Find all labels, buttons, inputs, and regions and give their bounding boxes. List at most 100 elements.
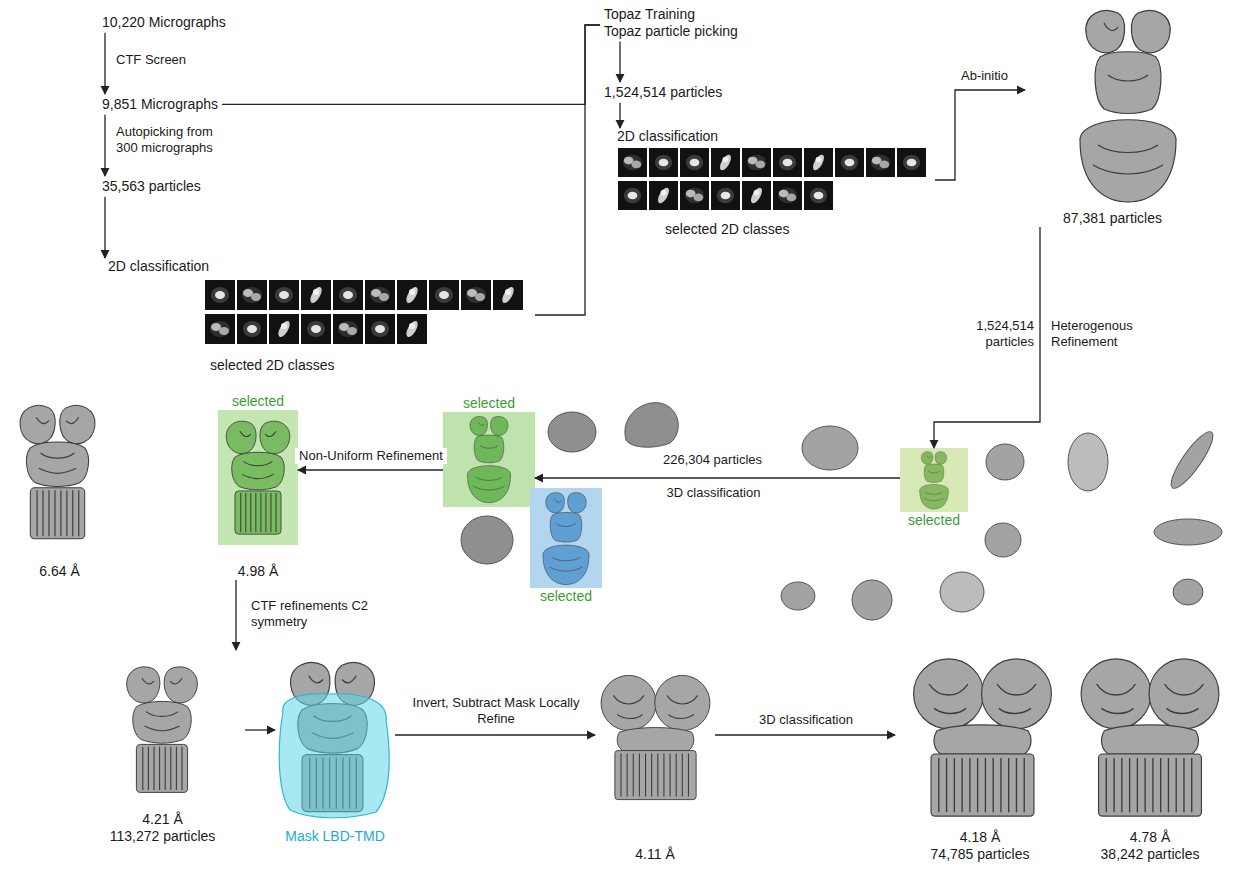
figure-part bbox=[914, 659, 1052, 816]
selected-box: selected bbox=[530, 488, 602, 588]
figure-part bbox=[429, 280, 459, 310]
figure-part bbox=[601, 675, 710, 799]
step-label: 9,851 Micrographs bbox=[98, 94, 222, 115]
flow-arrow bbox=[395, 734, 595, 735]
figure-part bbox=[530, 488, 602, 588]
figure-part bbox=[365, 280, 395, 310]
flow-arrow bbox=[935, 90, 1025, 180]
map-figure: 4.11 Å bbox=[595, 648, 715, 863]
figure-part bbox=[279, 694, 389, 818]
flow-arrow bbox=[535, 477, 900, 478]
step-label: 35,563 particles bbox=[98, 176, 205, 197]
edge-label: Invert, Subtract Mask Locally Refine bbox=[405, 695, 587, 728]
figure-part bbox=[205, 280, 235, 310]
node-text: 1,524,514 particles bbox=[604, 84, 722, 101]
count-label: 1,524,514 particles bbox=[968, 318, 1034, 351]
map-figure: 4.78 Å38,242 particles bbox=[1070, 648, 1230, 863]
figure-part bbox=[773, 181, 802, 210]
figure-part bbox=[742, 181, 771, 210]
node-text: 4.98 Å bbox=[238, 563, 278, 580]
figure-part bbox=[301, 314, 331, 344]
figure-part bbox=[804, 148, 833, 177]
figure-part bbox=[543, 493, 589, 585]
edge-label: CTF refinements C2 symmetry bbox=[250, 598, 370, 631]
node-text: 87,381 particles bbox=[1063, 210, 1162, 227]
map-figure: 6.64 Å bbox=[12, 390, 107, 580]
step-label: 1,524,514 particles bbox=[600, 82, 726, 103]
flow-arrow bbox=[104, 197, 105, 258]
edge-label: Heterogenous Refinement bbox=[1050, 318, 1152, 351]
connector-line bbox=[222, 25, 600, 104]
figure-part bbox=[802, 426, 858, 470]
figure-part bbox=[625, 403, 678, 448]
figure-part bbox=[269, 314, 299, 344]
figure-part bbox=[940, 572, 984, 612]
node-text: selected 2D classes bbox=[100, 357, 535, 374]
node-text: 74,785 particles bbox=[931, 846, 1030, 863]
figure-part bbox=[900, 448, 968, 512]
figure-part bbox=[985, 523, 1021, 557]
connector-line bbox=[535, 25, 600, 315]
figure-part bbox=[397, 314, 427, 344]
edge-label: Non-Uniform Refinement bbox=[295, 448, 447, 464]
density-maps bbox=[20, 10, 1219, 817]
figure-part bbox=[618, 148, 647, 177]
node-text: 6.64 Å bbox=[39, 563, 79, 580]
figure-part bbox=[742, 148, 771, 177]
figure-part bbox=[226, 421, 290, 534]
figure-part bbox=[1154, 519, 1222, 545]
node-text: 10,220 Micrographs bbox=[102, 14, 226, 31]
node-text: 4.18 Å bbox=[960, 829, 1000, 846]
figure-part bbox=[986, 444, 1024, 480]
figure-part bbox=[461, 516, 513, 564]
figure-part bbox=[548, 412, 596, 452]
figure-part bbox=[680, 148, 709, 177]
node-text: 4.21 Å bbox=[142, 811, 182, 828]
class-average-grid bbox=[618, 148, 926, 210]
figure-part bbox=[649, 148, 678, 177]
node-text: 4.11 Å bbox=[635, 846, 674, 863]
flow-arrow bbox=[619, 103, 620, 128]
figure-part bbox=[1080, 10, 1176, 202]
node-text: 9,851 Micrographs bbox=[102, 96, 218, 113]
flow-arrow bbox=[235, 580, 236, 650]
figure-part bbox=[711, 148, 740, 177]
flow-arrow bbox=[245, 729, 275, 730]
flow-arrow bbox=[715, 734, 895, 735]
edge-label: Ab-initio bbox=[960, 68, 1009, 84]
class-panel: 2D classificationselected 2D classes bbox=[605, 128, 935, 238]
class-blobs bbox=[461, 403, 1222, 620]
figure-part bbox=[852, 580, 892, 620]
figure-part bbox=[397, 280, 427, 310]
node-text: selected 2D classes bbox=[605, 221, 935, 238]
figure-part bbox=[237, 280, 267, 310]
figure-part bbox=[773, 148, 802, 177]
class-average-grid bbox=[205, 280, 523, 344]
flow-arrow bbox=[934, 227, 1040, 448]
node-text: Topaz particle picking bbox=[604, 23, 738, 40]
edge-label: 3D classification bbox=[725, 712, 887, 728]
map-figure: 4.18 Å74,785 particles bbox=[895, 648, 1065, 863]
figure-part bbox=[365, 314, 395, 344]
flow-arrow bbox=[104, 33, 105, 94]
figure-part bbox=[333, 280, 363, 310]
figure-part bbox=[804, 181, 833, 210]
figure-part bbox=[493, 280, 523, 310]
node-text: Mask LBD-TMD bbox=[285, 828, 385, 845]
edge-label: Autopicking from 300 micrographs bbox=[115, 124, 237, 157]
figure-part bbox=[467, 416, 510, 502]
count-label: 226,304 particles bbox=[650, 452, 775, 468]
flow-arrow bbox=[298, 469, 443, 470]
figure-part bbox=[1165, 427, 1219, 493]
figure-part bbox=[218, 410, 298, 545]
figure-part bbox=[461, 280, 491, 310]
figure-part bbox=[680, 181, 709, 210]
figure-part bbox=[20, 405, 95, 538]
selected-box: selected4.98 Å bbox=[218, 410, 298, 580]
figure-part bbox=[269, 280, 299, 310]
edge-label: CTF Screen bbox=[115, 52, 187, 68]
figure-part bbox=[1173, 579, 1203, 605]
figure-part bbox=[649, 181, 678, 210]
node-text: 35,563 particles bbox=[102, 178, 201, 195]
